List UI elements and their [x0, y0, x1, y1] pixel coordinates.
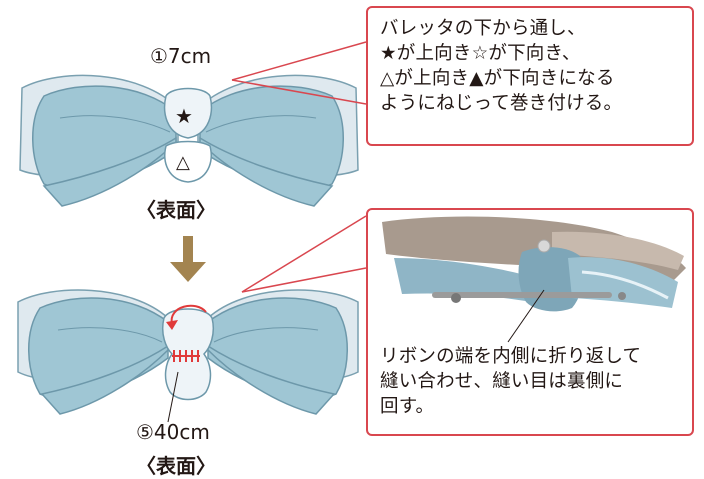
top-callout-pointer [231, 41, 367, 81]
top-bow-knot-upper [163, 87, 213, 139]
bottom-bow-fold-line [57, 327, 163, 343]
barrette-photo [382, 216, 686, 312]
stitch-marks [172, 350, 200, 362]
bottom-callout-text: リボンの端を内側に折り返して 縫い合わせ、縫い目は裏側に 回す。 [380, 346, 642, 417]
triangle-mark: △ [176, 152, 190, 173]
bottom-bow-fold-line [213, 327, 319, 343]
bottom-bow-knot [161, 308, 215, 401]
measure-leader-line [167, 371, 179, 423]
star-mark: ★ [175, 104, 193, 128]
top-callout: バレッタの下から通し、 ★が上向き☆が下向き、 △が上向き▲が下向きになる よう… [366, 6, 694, 146]
top-bow-knot-lower [164, 140, 212, 183]
bottom-callout-pointer [241, 215, 367, 293]
top-bow-fold-line [205, 115, 317, 133]
rotation-arrowhead [166, 320, 178, 330]
bottom-bow-left-tail [40, 344, 169, 415]
down-arrow [170, 236, 206, 282]
top-measure-label: ①7cm [150, 44, 212, 68]
bottom-caption: 〈表面〉 [136, 454, 216, 478]
rotation-arrow [170, 304, 207, 325]
bottom-bow-right-tail [207, 344, 336, 415]
photo-leader [507, 289, 545, 343]
bottom-callout-pointer [241, 267, 367, 293]
top-callout-pointer [231, 79, 367, 105]
bottom-callout: リボンの端を内側に折り返して 縫い合わせ、縫い目は裏側に 回す。 [366, 208, 694, 436]
top-callout-text: バレッタの下から通し、 ★が上向き☆が下向き、 △が上向き▲が下向きになる よう… [380, 18, 623, 114]
top-bow-left-tail [42, 136, 177, 207]
top-bow-right-tail [199, 136, 334, 207]
bottom-bow [17, 289, 359, 423]
top-bow [19, 74, 359, 207]
bottom-measure-label: ⑤40cm [136, 420, 210, 444]
top-bow-fold-line [59, 115, 171, 133]
top-caption: 〈表面〉 [136, 198, 216, 222]
